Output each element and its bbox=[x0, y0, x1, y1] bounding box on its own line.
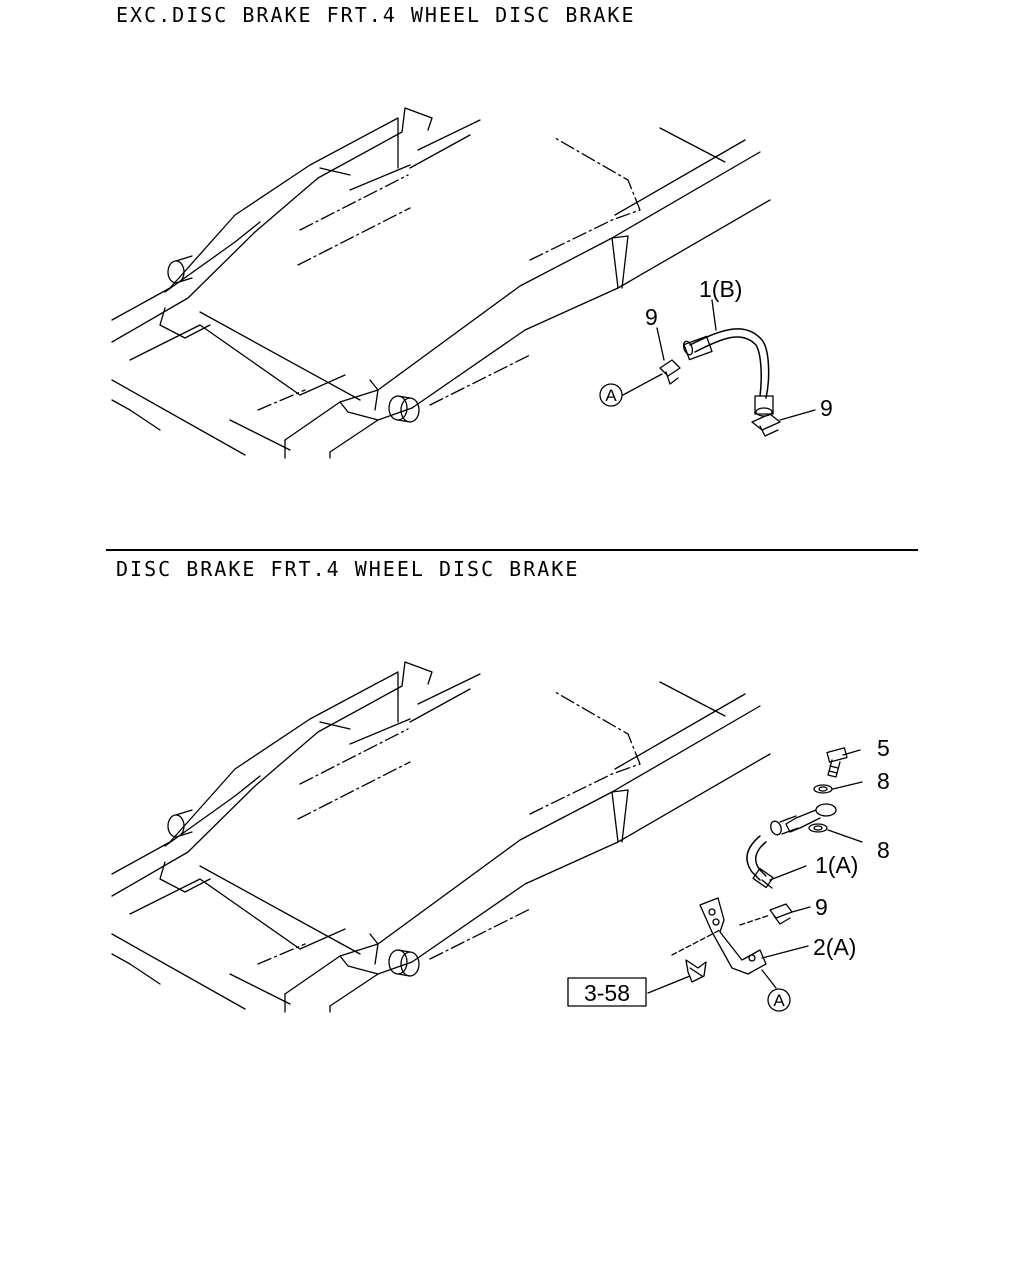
bottom-ref-letter: A bbox=[773, 991, 785, 1010]
bottom-clip-9 bbox=[769, 903, 793, 925]
bottom-leader-bolt bbox=[842, 749, 861, 756]
top-callout-clip-lower: 9 bbox=[820, 395, 833, 421]
bottom-leader-washer-lower bbox=[827, 829, 863, 843]
top-leader-ref bbox=[622, 373, 663, 396]
top-leader-clip-upper bbox=[656, 327, 665, 361]
bottom-bracket-2a bbox=[699, 897, 767, 975]
bottom-callout-clip: 9 bbox=[815, 894, 828, 920]
bottom-brake-hose-1a bbox=[746, 835, 774, 889]
bottom-alignment-line bbox=[671, 929, 721, 956]
top-clip-lower bbox=[751, 413, 781, 437]
bottom-washer-lower bbox=[808, 823, 828, 833]
bottom-leader-washer-upper bbox=[832, 781, 863, 790]
page-ref-box bbox=[567, 977, 647, 1007]
bottom-banjo-fitting bbox=[770, 803, 837, 836]
top-clip-upper bbox=[659, 359, 681, 385]
bottom-diagram-caption: DISC BRAKE FRT.4 WHEEL DISC BRAKE bbox=[116, 557, 580, 581]
bottom-leader-hose bbox=[769, 865, 807, 881]
top-leader-clip-lower bbox=[779, 409, 816, 421]
top-diagram-caption: EXC.DISC BRAKE FRT.4 WHEEL DISC BRAKE bbox=[116, 3, 636, 27]
top-ref-letter: A bbox=[605, 386, 617, 405]
bottom-callout-washer-lower: 8 bbox=[877, 837, 890, 863]
page-ref-label[interactable]: 3-58 bbox=[584, 980, 630, 1006]
top-callout-clip-upper: 9 bbox=[645, 304, 658, 330]
top-callout-hose: 1(B) bbox=[699, 276, 742, 302]
top-frame-drawing bbox=[111, 107, 771, 459]
bottom-leader-bracket bbox=[761, 945, 809, 959]
bottom-callout-bracket: 2(A) bbox=[813, 934, 856, 960]
bottom-callout-hose: 1(A) bbox=[815, 852, 858, 878]
bottom-callout-washer-upper: 8 bbox=[877, 768, 890, 794]
bottom-bolt-5 bbox=[826, 747, 848, 778]
bottom-leader-ref bbox=[761, 969, 777, 989]
bottom-mount-bolt bbox=[685, 959, 707, 983]
top-brake-hose-1b bbox=[682, 328, 774, 417]
bottom-alignment-line-2 bbox=[739, 914, 771, 926]
section-divider bbox=[106, 549, 918, 551]
bottom-callout-bolt: 5 bbox=[877, 735, 890, 761]
bottom-leader-page-ref bbox=[647, 975, 691, 994]
bottom-washer-upper bbox=[813, 784, 833, 794]
bottom-ref-circle bbox=[767, 988, 791, 1012]
bottom-leader-clip bbox=[791, 906, 811, 913]
top-ref-circle bbox=[599, 383, 623, 407]
top-leader-hose bbox=[711, 299, 717, 331]
bottom-frame-drawing bbox=[111, 661, 771, 1013]
